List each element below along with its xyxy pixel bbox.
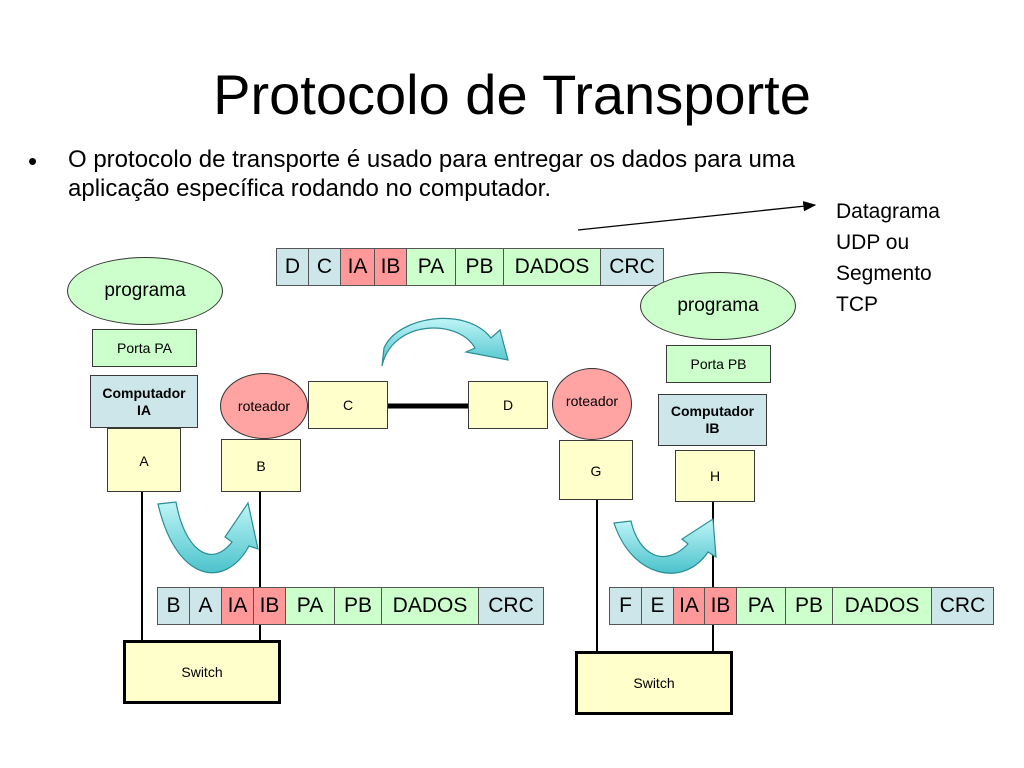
segment-cell: C	[308, 248, 341, 286]
bullet-text: O protocolo de transporte é usado para e…	[68, 146, 796, 202]
computer-ib: Computador IB	[658, 394, 767, 446]
bullet-marker: •	[28, 146, 38, 176]
segment-cell: B	[157, 587, 190, 625]
datagram-label-line-4: TCP	[836, 293, 878, 316]
segment-right: F E IA IB PA PB DADOS CRC	[609, 587, 994, 625]
datagram-label-line-1: Datagrama	[836, 200, 940, 223]
page-title: Protocolo de Transporte	[213, 63, 811, 126]
port-pa: Porta PA	[92, 329, 197, 367]
segment-cell: E	[641, 587, 674, 625]
segment-cell: IB	[374, 248, 407, 286]
datagram-label-line-3: Segmento	[836, 262, 932, 285]
router-right-port-g: G	[559, 440, 633, 500]
curved-arrow-right-icon	[613, 517, 717, 574]
computer-ia-line-2: IA	[137, 401, 151, 418]
segment-cell: IB	[704, 587, 737, 625]
segment-cell: DADOS	[381, 587, 479, 625]
segment-cell: IB	[253, 587, 286, 625]
router-right-port-d: D	[468, 381, 548, 429]
segment-top: D C IA IB PA PB DADOS CRC	[276, 248, 664, 286]
port-pb: Porta PB	[666, 345, 771, 383]
router-left: roteador	[220, 373, 308, 439]
computer-ib-line-2: IB	[705, 420, 720, 436]
segment-cell: PB	[334, 587, 382, 625]
program-left: programa	[67, 257, 223, 325]
segment-cell: CRC	[931, 587, 994, 625]
segment-cell: PA	[406, 248, 456, 286]
router-left-port-c: C	[308, 381, 388, 429]
datagram-label-line-2: UDP ou	[836, 231, 910, 254]
computer-ia: Computador IA	[90, 375, 198, 428]
segment-cell: D	[276, 248, 309, 286]
computer-ib-line-1: Computador	[670, 403, 755, 419]
segment-cell: DADOS	[832, 587, 932, 625]
segment-cell: IA	[673, 587, 705, 625]
segment-cell: DADOS	[503, 248, 601, 286]
datagram-label: Datagrama UDP ou Segmento TCP	[836, 196, 940, 320]
switch-left: Switch	[123, 640, 281, 704]
segment-cell: IA	[221, 587, 254, 625]
computer-ia-line-1: Computador	[102, 384, 186, 401]
segment-cell: F	[609, 587, 642, 625]
segment-cell: PA	[736, 587, 786, 625]
router-left-port-b: B	[221, 439, 301, 492]
segment-cell: IA	[340, 248, 375, 286]
program-right: programa	[640, 272, 796, 340]
curved-arrow-top-icon	[381, 317, 509, 367]
segment-left: B A IA IB PA PB DADOS CRC	[157, 587, 544, 625]
segment-cell: A	[189, 587, 222, 625]
router-right: roteador	[552, 368, 632, 440]
segment-cell: PB	[455, 248, 504, 286]
curved-arrow-left-icon	[157, 501, 259, 574]
datagram-pointer-arrow	[577, 201, 817, 231]
switch-right: Switch	[575, 651, 733, 715]
segment-cell: PA	[285, 587, 335, 625]
nic-h: H	[675, 450, 755, 502]
segment-cell: CRC	[600, 248, 664, 286]
segment-cell: CRC	[478, 587, 544, 625]
nic-a: A	[107, 428, 181, 492]
segment-cell: PB	[785, 587, 833, 625]
